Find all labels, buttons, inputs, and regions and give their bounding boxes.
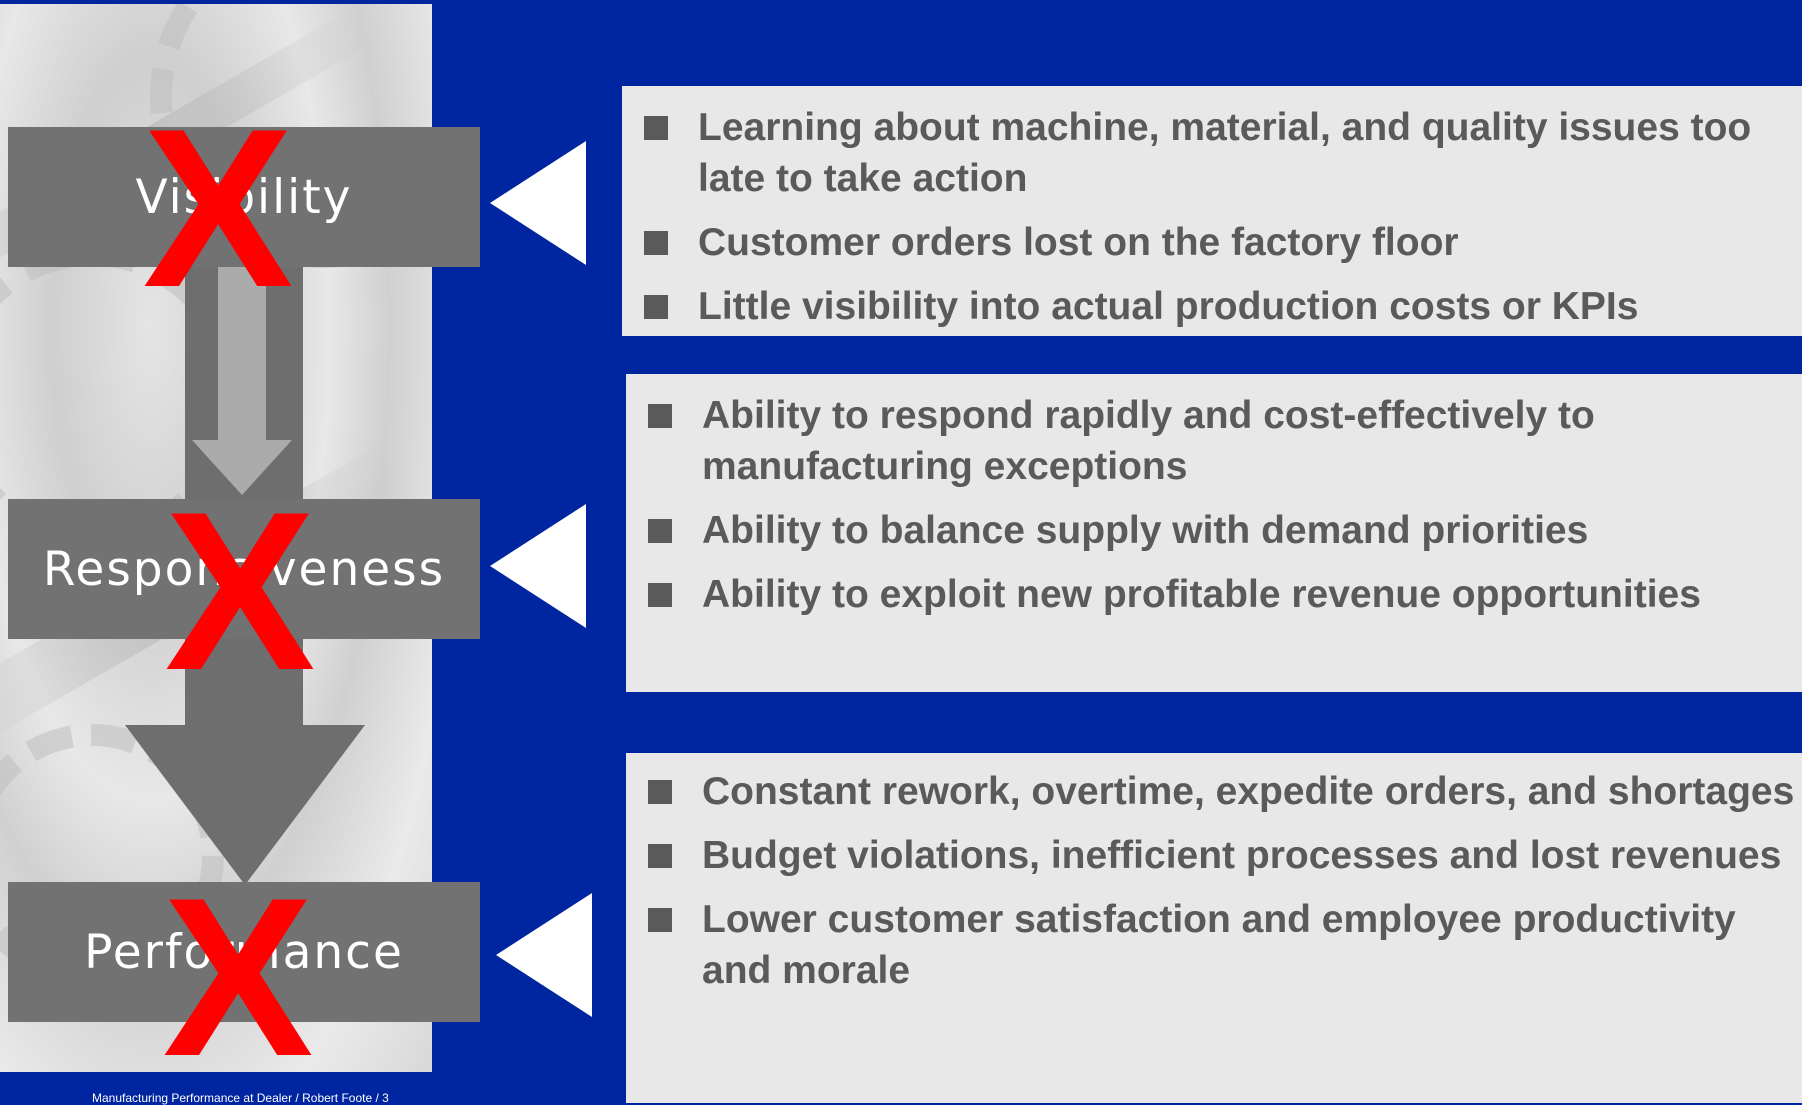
cross-mark: X <box>162 850 314 1103</box>
issue-list: Ability to respond rapidly and cost-effe… <box>626 390 1802 620</box>
inner-arrow-head <box>192 440 292 495</box>
issue-text: Ability to exploit new profitable revenu… <box>702 573 1701 616</box>
issue-item: Ability to exploit new profitable revenu… <box>626 569 1802 620</box>
issue-item: Little visibility into actual production… <box>622 281 1802 332</box>
stage-visibility: Visibility <box>8 127 480 267</box>
square-bullet-icon <box>644 295 668 319</box>
stage-label: Visibility <box>135 169 353 225</box>
inner-arrow-shaft <box>218 266 266 441</box>
pointer-arrow <box>496 893 592 1017</box>
responsiveness-issues-box: Ability to respond rapidly and cost-effe… <box>626 374 1802 692</box>
issue-item: Customer orders lost on the factory floo… <box>622 217 1802 268</box>
issue-text: Ability to respond rapidly and cost-effe… <box>702 394 1595 488</box>
cross-mark: X <box>142 81 294 334</box>
square-bullet-icon <box>648 780 672 804</box>
square-bullet-icon <box>644 231 668 255</box>
square-bullet-icon <box>648 583 672 607</box>
square-bullet-icon <box>648 519 672 543</box>
issue-text: Learning about machine, material, and qu… <box>698 106 1752 200</box>
issue-text: Ability to balance supply with demand pr… <box>702 509 1589 552</box>
visibility-issues-box: Learning about machine, material, and qu… <box>622 86 1802 336</box>
issue-text: Customer orders lost on the factory floo… <box>698 221 1459 264</box>
stage-label: Responsiveness <box>42 541 446 597</box>
slide-footer: Manufacturing Performance at Dealer / Ro… <box>92 1091 389 1105</box>
issue-item: Ability to balance supply with demand pr… <box>626 505 1802 556</box>
square-bullet-icon <box>648 908 672 932</box>
square-bullet-icon <box>648 404 672 428</box>
pointer-arrow <box>490 141 586 265</box>
stage-performance: Performance <box>8 882 480 1022</box>
issue-item: Budget violations, inefficient processes… <box>626 830 1802 881</box>
pointer-arrow <box>490 504 586 628</box>
issue-list: Learning about machine, material, and qu… <box>622 102 1802 332</box>
issue-text: Little visibility into actual production… <box>698 285 1639 328</box>
stage-label: Performance <box>84 924 404 980</box>
issue-item: Lower customer satisfaction and employee… <box>626 894 1802 996</box>
flow-arrow-head <box>125 725 365 885</box>
performance-issues-box: Constant rework, overtime, expedite orde… <box>626 753 1802 1103</box>
square-bullet-icon <box>648 844 672 868</box>
issue-item: Learning about machine, material, and qu… <box>622 102 1802 204</box>
issue-list: Constant rework, overtime, expedite orde… <box>626 766 1802 996</box>
issue-item: Constant rework, overtime, expedite orde… <box>626 766 1802 817</box>
issue-item: Ability to respond rapidly and cost-effe… <box>626 390 1802 492</box>
square-bullet-icon <box>644 116 668 140</box>
stage-responsiveness: Responsiveness <box>8 499 480 639</box>
issue-text: Constant rework, overtime, expedite orde… <box>702 770 1795 813</box>
cross-mark: X <box>164 464 316 717</box>
issue-text: Lower customer satisfaction and employee… <box>702 898 1736 992</box>
issue-text: Budget violations, inefficient processes… <box>702 834 1782 877</box>
